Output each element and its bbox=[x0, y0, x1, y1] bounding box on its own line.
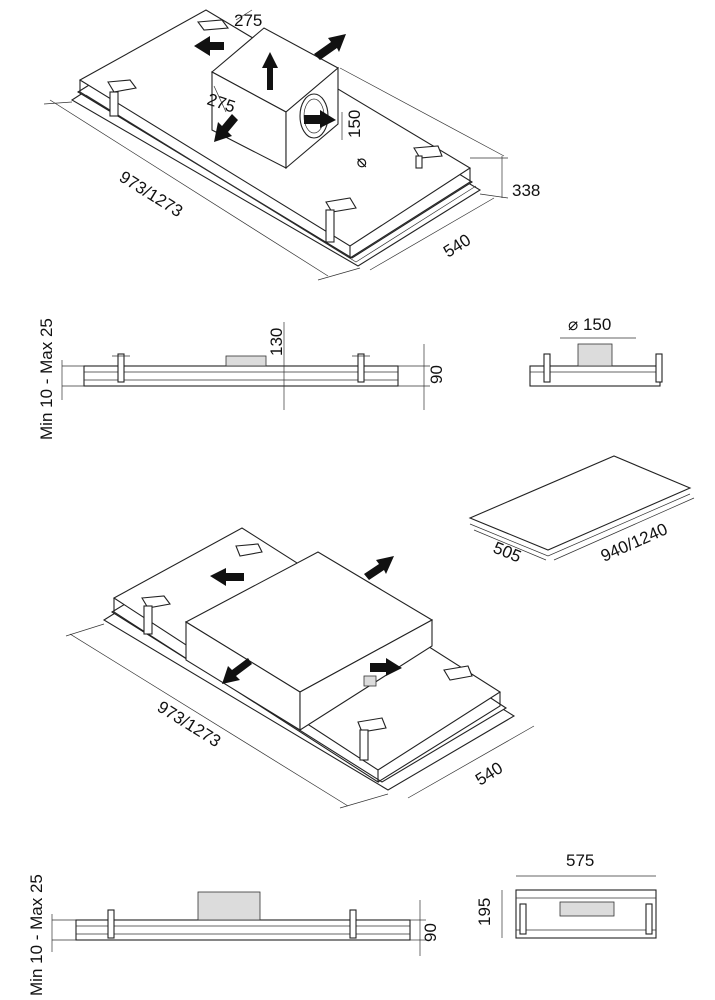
recess-dim-1: Min 10 - Max 25 bbox=[37, 318, 56, 440]
outlet-dim-end: ⌀ 150 bbox=[568, 315, 611, 334]
cutout-width-dim: 505 bbox=[491, 538, 524, 566]
depth-dim-1: 540 bbox=[440, 230, 474, 261]
diameter-symbol: ⌀ bbox=[351, 158, 370, 168]
box-height-dim: 130 bbox=[267, 328, 286, 356]
end-height-dim: 195 bbox=[475, 898, 494, 926]
length-dim-1: 973/1273 bbox=[116, 167, 186, 221]
isometric-hood-top-outlet bbox=[43, 9, 509, 281]
end-view-2 bbox=[501, 875, 657, 939]
ceiling-cutout bbox=[468, 455, 695, 561]
side-view-1 bbox=[61, 322, 430, 410]
end-width-dim: 575 bbox=[566, 851, 594, 870]
box-width-dim: 275 bbox=[234, 11, 262, 30]
side-view-2 bbox=[51, 891, 426, 956]
end-view-1 bbox=[529, 337, 663, 387]
depth-dim-2: 540 bbox=[472, 758, 506, 789]
outlet-dim: 150 bbox=[345, 110, 364, 138]
thickness-dim-1: 90 bbox=[427, 365, 446, 384]
cutout-length-dim: 940/1240 bbox=[598, 519, 671, 565]
recess-dim-2: Min 10 - Max 25 bbox=[27, 874, 46, 996]
isometric-hood-cover bbox=[65, 527, 535, 809]
height-dim-1: 338 bbox=[512, 181, 540, 200]
length-dim-2: 973/1273 bbox=[154, 697, 224, 751]
thickness-dim-2: 90 bbox=[421, 923, 440, 942]
